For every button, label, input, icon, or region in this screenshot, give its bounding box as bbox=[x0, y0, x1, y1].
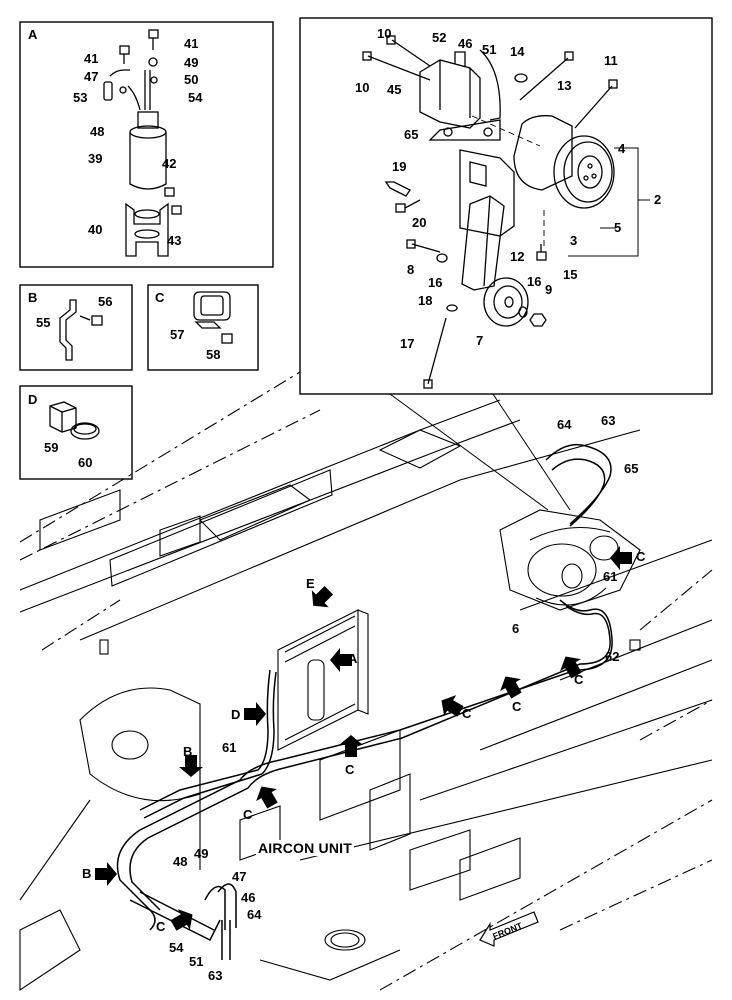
callout-main-65: 65 bbox=[624, 461, 639, 476]
callout-comp-16-left: 16 bbox=[428, 275, 443, 290]
detail-d-title: D bbox=[28, 392, 38, 407]
arrow-label-b-upper: B bbox=[183, 744, 193, 759]
detail-b-title: B bbox=[28, 290, 38, 305]
callout-comp-46: 46 bbox=[458, 36, 473, 51]
arrow-label-c-4: C bbox=[462, 706, 472, 721]
arrow-label-c-6: C bbox=[574, 672, 584, 687]
receiver-dryer-drawing bbox=[103, 29, 182, 257]
callout-comp-10-top: 10 bbox=[377, 26, 392, 41]
callout-main-64-top: 64 bbox=[557, 417, 572, 432]
callout-comp-17: 17 bbox=[400, 336, 415, 351]
callout-comp-65: 65 bbox=[404, 127, 419, 142]
grommet-d-drawing bbox=[49, 401, 100, 440]
callout-comp-16-right: 16 bbox=[527, 274, 542, 289]
compressor-exploded-drawing bbox=[362, 35, 650, 389]
callout-comp-20: 20 bbox=[412, 215, 427, 230]
callout-d-60: 60 bbox=[78, 455, 93, 470]
indicator-arrows bbox=[95, 546, 632, 931]
callout-comp-3: 3 bbox=[570, 233, 578, 248]
callout-comp-15: 15 bbox=[563, 267, 578, 282]
arrow-label-c-1: C bbox=[156, 919, 166, 934]
callout-a-42: 42 bbox=[162, 156, 177, 171]
callout-comp-45: 45 bbox=[387, 82, 402, 97]
callout-a-47: 47 bbox=[84, 69, 99, 84]
callout-a-53: 53 bbox=[73, 90, 88, 105]
callout-a-40: 40 bbox=[88, 222, 103, 237]
hose-lines bbox=[116, 443, 613, 960]
compressor-detail-box bbox=[299, 17, 713, 395]
callout-a-49: 49 bbox=[184, 55, 199, 70]
callout-c-58: 58 bbox=[206, 347, 221, 362]
callout-a-41-right: 41 bbox=[184, 36, 199, 51]
aircon-unit-label: AIRCON UNIT bbox=[256, 840, 354, 856]
detail-box-a bbox=[19, 21, 274, 268]
clamp-b-drawing bbox=[59, 299, 103, 361]
callout-a-50: 50 bbox=[184, 72, 199, 87]
callout-comp-13: 13 bbox=[557, 78, 572, 93]
callout-a-43: 43 bbox=[167, 233, 182, 248]
callout-b-56: 56 bbox=[98, 294, 113, 309]
main-frame-drawing bbox=[19, 371, 713, 992]
front-direction-arrow bbox=[479, 911, 539, 947]
clamp-c-drawing bbox=[193, 291, 233, 344]
detail-box-c bbox=[147, 284, 259, 371]
callout-b-55: 55 bbox=[36, 315, 51, 330]
callout-a-54: 54 bbox=[188, 90, 203, 105]
callout-comp-9: 9 bbox=[545, 282, 553, 297]
callout-comp-8: 8 bbox=[407, 262, 415, 277]
callout-main-61-right: 61 bbox=[603, 569, 618, 584]
detail-box-d bbox=[19, 385, 133, 480]
detail-a-title: A bbox=[28, 27, 38, 42]
arrow-label-b-lower: B bbox=[82, 866, 92, 881]
callout-comp-7: 7 bbox=[476, 333, 484, 348]
callout-a-41-left: 41 bbox=[84, 51, 99, 66]
callout-main-47: 47 bbox=[232, 869, 247, 884]
callout-comp-19: 19 bbox=[392, 159, 407, 174]
callout-main-6: 6 bbox=[512, 621, 520, 636]
callout-main-62: 62 bbox=[605, 649, 620, 664]
callout-main-64-bottom: 64 bbox=[247, 907, 262, 922]
detail-box-b bbox=[19, 284, 133, 371]
arrow-label-c-2: C bbox=[243, 807, 253, 822]
callout-main-51: 51 bbox=[189, 954, 204, 969]
callout-a-39: 39 bbox=[88, 151, 103, 166]
arrow-label-c-5: C bbox=[512, 699, 522, 714]
callout-main-48: 48 bbox=[173, 854, 188, 869]
callout-main-63-top: 63 bbox=[601, 413, 616, 428]
callout-c-57: 57 bbox=[170, 327, 185, 342]
callout-d-59: 59 bbox=[44, 440, 59, 455]
callout-comp-2: 2 bbox=[654, 192, 662, 207]
arrow-label-e: E bbox=[306, 576, 315, 591]
callout-main-54: 54 bbox=[169, 940, 184, 955]
callout-comp-51: 51 bbox=[482, 42, 497, 57]
callout-comp-52: 52 bbox=[432, 30, 447, 45]
callout-comp-14: 14 bbox=[510, 44, 525, 59]
callout-comp-11: 11 bbox=[604, 53, 618, 68]
detail-c-title: C bbox=[155, 290, 165, 305]
callout-comp-12: 12 bbox=[510, 249, 525, 264]
callout-comp-5: 5 bbox=[614, 220, 622, 235]
callout-a-48: 48 bbox=[90, 124, 105, 139]
arrow-label-d: D bbox=[231, 707, 241, 722]
arrow-label-a: A bbox=[348, 651, 358, 666]
callout-comp-18: 18 bbox=[418, 293, 433, 308]
arrow-label-c-3: C bbox=[345, 762, 355, 777]
callout-main-46: 46 bbox=[241, 890, 256, 905]
callout-main-49: 49 bbox=[194, 846, 209, 861]
callout-main-63-bottom: 63 bbox=[208, 968, 223, 983]
callout-comp-10-left: 10 bbox=[355, 80, 370, 95]
callout-comp-4: 4 bbox=[618, 141, 626, 156]
callout-main-61-left: 61 bbox=[222, 740, 237, 755]
arrow-label-c-7: C bbox=[636, 549, 646, 564]
